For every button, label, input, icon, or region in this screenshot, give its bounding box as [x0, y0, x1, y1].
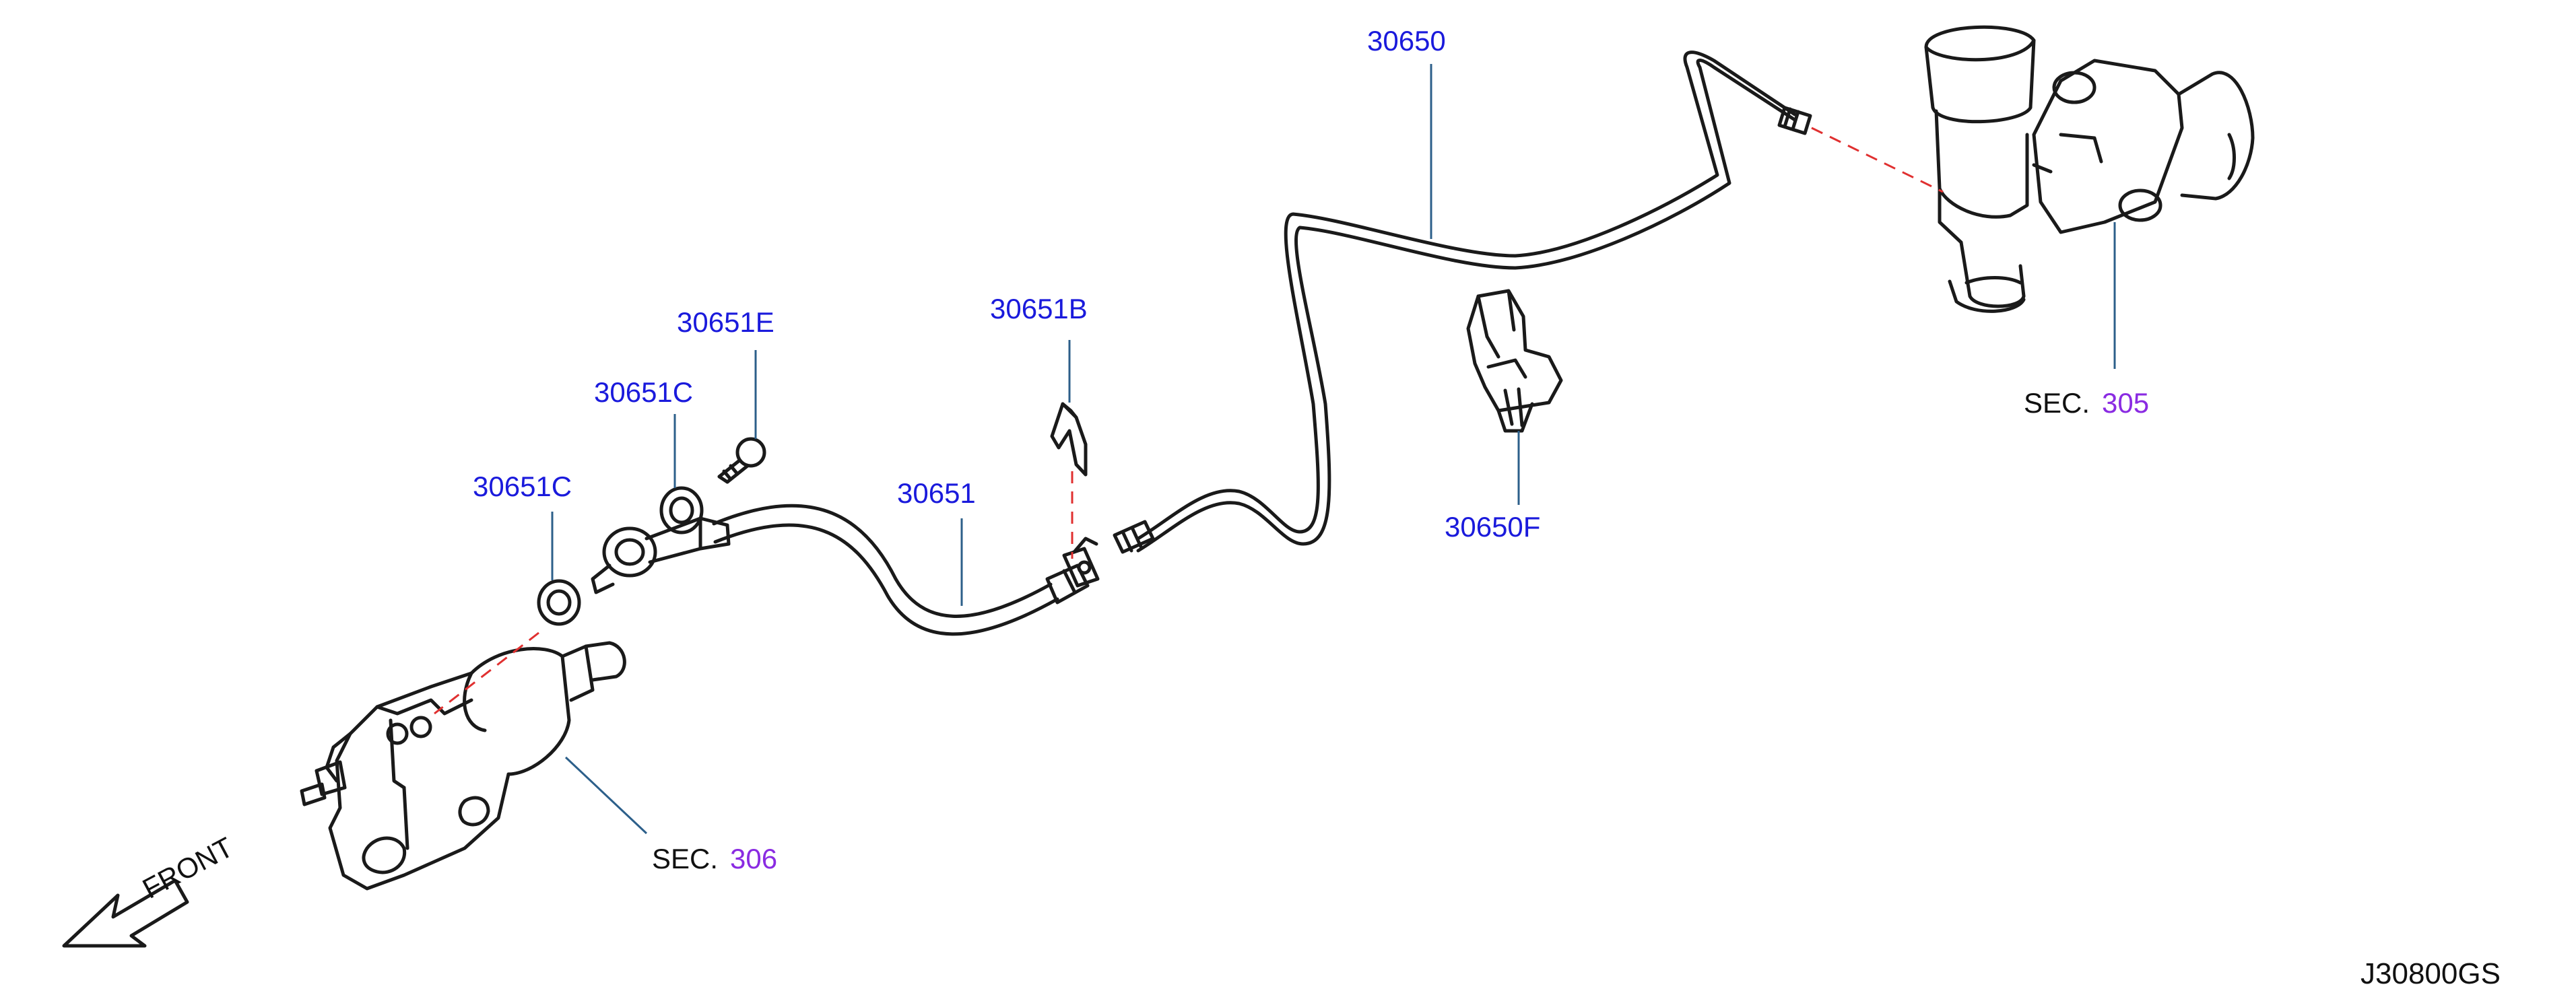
part-label-30651C-upper[interactable]: 30651C	[594, 376, 694, 408]
front-arrow-icon	[62, 879, 189, 948]
part-label-30650F[interactable]: 30650F	[1445, 511, 1541, 543]
part-label-30651E[interactable]: 30651E	[677, 306, 774, 338]
connector-bolt-30651E	[717, 437, 766, 484]
tube-clip-30650F	[1466, 289, 1563, 433]
part-label-30651C-lower[interactable]: 30651C	[473, 471, 572, 502]
clutch-tube-30650	[1136, 50, 1797, 553]
part-label-30650[interactable]: 30650	[1367, 25, 1446, 57]
diagram-code: J30800GS	[2360, 957, 2501, 990]
section-ref-306-number[interactable]: 306	[730, 843, 778, 874]
dashed-washer	[434, 631, 539, 715]
section-ref-305-word: SEC.	[2024, 387, 2090, 419]
dashed-master	[1811, 127, 1944, 193]
leader-sec306	[564, 756, 648, 835]
section-ref-305-number[interactable]: 305	[2102, 387, 2150, 419]
part-label-30651B[interactable]: 30651B	[990, 293, 1088, 324]
tube-fitting-right	[1777, 106, 1812, 135]
clutch-operating-cylinder	[300, 641, 626, 891]
copper-washer-lower	[537, 579, 581, 626]
section-ref-306: SEC. 306	[652, 845, 777, 873]
clutch-master-cylinder	[1924, 25, 2255, 313]
copper-washer-upper	[659, 486, 704, 535]
section-ref-305: SEC. 305	[2024, 389, 2149, 417]
banjo-eye	[591, 516, 702, 594]
section-ref-306-word: SEC.	[652, 843, 719, 874]
lock-plate-30651B	[1050, 402, 1088, 477]
tube-fitting-left	[1113, 520, 1155, 554]
part-label-30651[interactable]: 30651	[897, 477, 976, 509]
hose-connector	[1062, 537, 1100, 588]
clutch-hose-30651	[698, 504, 1090, 636]
